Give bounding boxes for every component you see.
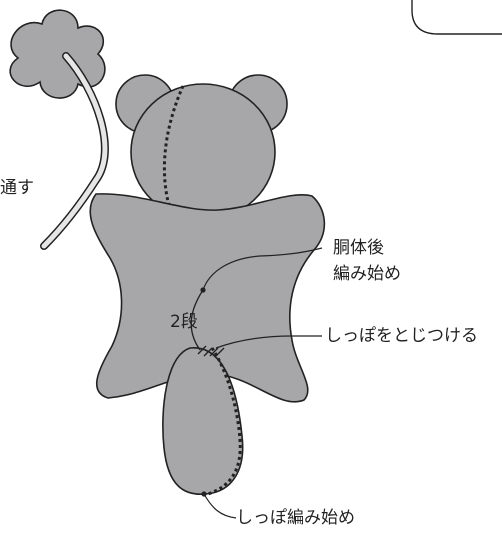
head-seam [162, 85, 185, 217]
label-pass-through: 通す [0, 178, 34, 198]
stick-inner [41, 53, 108, 249]
label-body-back-line2: 編み始め [333, 264, 401, 284]
label-body-back-line1: 胴体後 [333, 238, 384, 258]
top-right-frame [411, 0, 502, 35]
leader-attach-tail [215, 335, 322, 349]
body-shape [89, 193, 326, 403]
two-row-arc [190, 289, 204, 351]
label-two-rows: 2段 [170, 312, 198, 332]
tail-seam [207, 347, 242, 496]
label-attach-tail: しっぽをとじつける [325, 326, 478, 346]
leader-body-back [202, 247, 323, 291]
leader-tail-start [203, 493, 237, 519]
label-tail-start: しっぽ編み始め [236, 508, 355, 528]
attach-hatch-marks [197, 345, 225, 357]
